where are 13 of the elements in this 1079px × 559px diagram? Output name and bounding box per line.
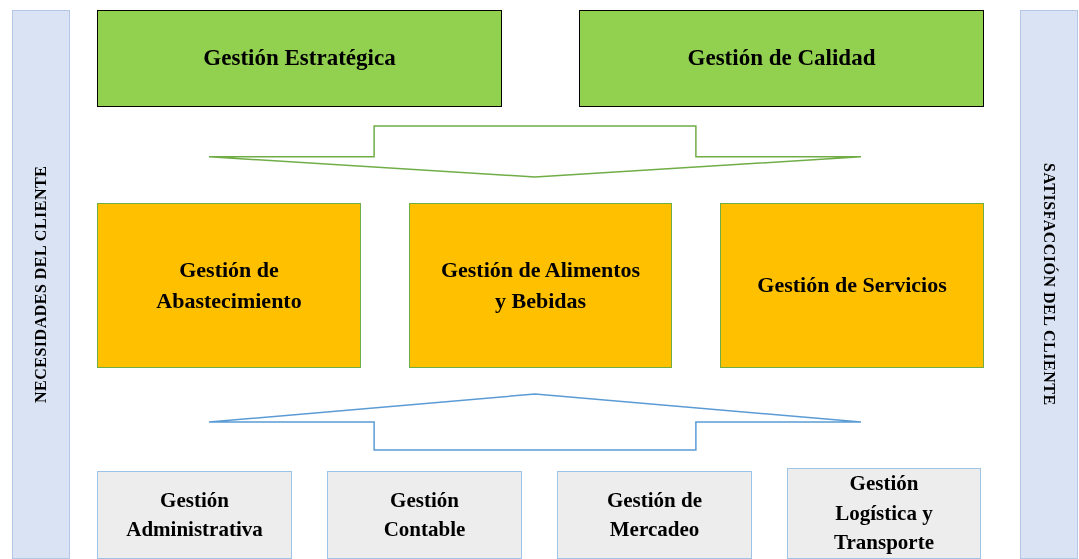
process-box: Gestión Estratégica bbox=[97, 10, 502, 107]
process-box: Gestión de Servicios bbox=[720, 203, 984, 368]
process-box: Gestión Logística y Transporte bbox=[787, 468, 981, 559]
process-box: Gestión de Abastecimiento bbox=[97, 203, 361, 368]
process-box: Gestión de Mercadeo bbox=[557, 471, 752, 559]
block-arrow bbox=[208, 125, 862, 178]
block-arrow bbox=[208, 393, 862, 451]
process-box: Gestión de Alimentos y Bebidas bbox=[409, 203, 672, 368]
process-box: Gestión Contable bbox=[327, 471, 522, 559]
process-box: Gestión de Calidad bbox=[579, 10, 984, 107]
side-band: SATISFACCIÓN DEL CLIENTE bbox=[1020, 10, 1078, 559]
process-box: Gestión Administrativa bbox=[97, 471, 292, 559]
side-band: NECESIDADES DEL CLIENTE bbox=[12, 10, 70, 559]
